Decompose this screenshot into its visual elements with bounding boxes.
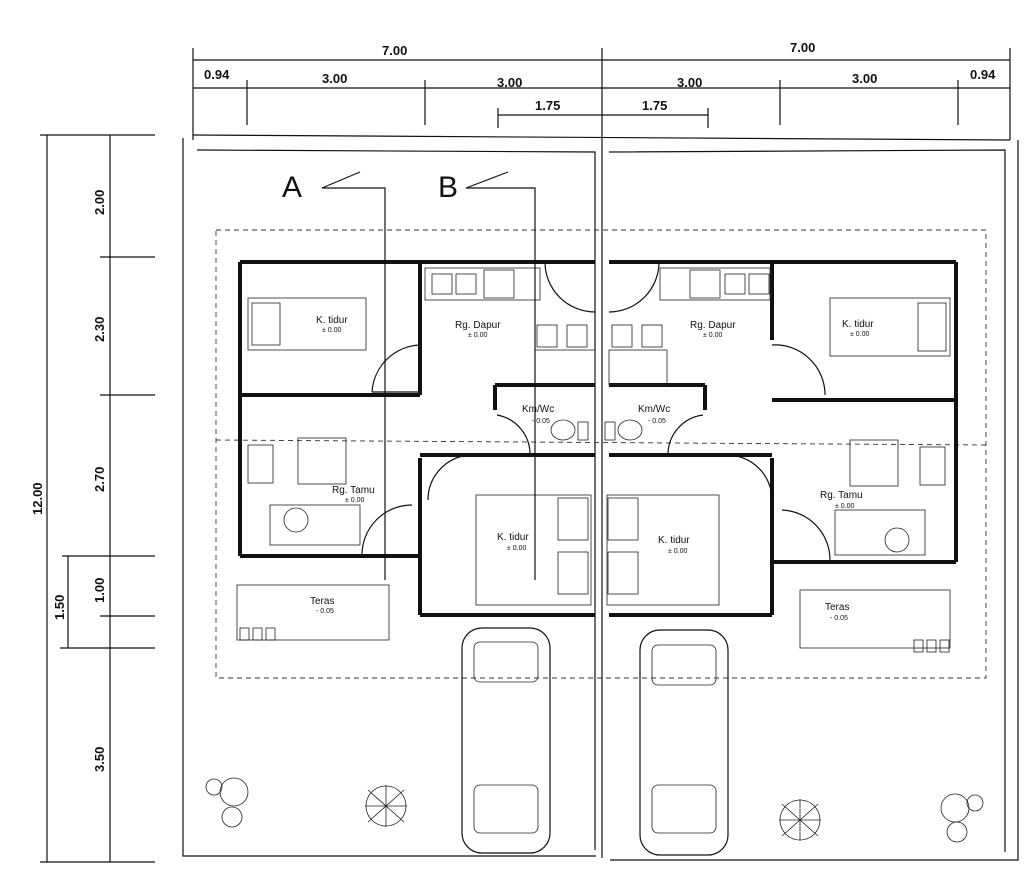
room-name: Rg. Dapur — [690, 320, 736, 331]
dim-top-seg-left-2: 3.00 — [322, 71, 347, 86]
room-name: Km/Wc — [638, 404, 670, 415]
room-name: K. tidur — [842, 319, 874, 330]
room-level: ± 0.00 — [668, 548, 688, 555]
dim-top-seg-left-1: 0.94 — [204, 67, 230, 82]
room-name: Rg. Tamu — [820, 490, 863, 501]
room-name: Rg. Dapur — [455, 320, 501, 331]
top-dimensions: 7.00 7.00 0.94 3.00 3.00 3.00 3.00 0.94 … — [192, 40, 1011, 141]
room-name: Rg. Tamu — [332, 485, 375, 496]
room-level: - 0.05 — [316, 608, 334, 615]
room-name: K. tidur — [497, 532, 529, 543]
dim-side-seg-4: 1.00 — [92, 578, 107, 603]
dim-top-seg-left-3: 3.00 — [497, 75, 522, 90]
room-name: K. tidur — [658, 535, 690, 546]
room-level: ± 0.00 — [507, 545, 527, 552]
dim-side-extra: 1.50 — [52, 595, 67, 620]
room-level: ± 0.00 — [468, 332, 488, 339]
room-level: ± 0.00 — [835, 503, 855, 510]
side-dimensions: 12.00 2.00 2.30 2.70 1.00 1.50 3.50 — [30, 134, 155, 863]
left-unit — [205, 260, 596, 854]
room-level: - 0.05 — [830, 615, 848, 622]
room-level: ± 0.00 — [703, 332, 723, 339]
room-labels-left: K. tidur ± 0.00 Rg. Dapur ± 0.00 Km/Wc -… — [310, 315, 554, 615]
dim-side-seg-3: 2.70 — [92, 467, 107, 492]
section-markers: A B — [282, 171, 536, 580]
room-level: ± 0.00 — [850, 331, 870, 338]
dim-top-seg-right-3: 0.94 — [970, 67, 996, 82]
dim-side-seg-2: 2.30 — [92, 317, 107, 342]
room-level: - 0.05 — [648, 418, 666, 425]
dim-inner-left: 1.75 — [535, 98, 560, 113]
room-name: Teras — [310, 596, 334, 607]
room-name: K. tidur — [316, 315, 348, 326]
room-labels-right: Rg. Dapur ± 0.00 K. tidur ± 0.00 Km/Wc -… — [638, 319, 874, 622]
room-name: Teras — [825, 602, 849, 613]
dim-inner-right: 1.75 — [642, 98, 667, 113]
room-level: ± 0.00 — [345, 497, 365, 504]
dim-top-total-right: 7.00 — [790, 40, 815, 55]
dim-top-seg-right-1: 3.00 — [677, 75, 702, 90]
section-marker-a: A — [282, 171, 302, 204]
dim-side-seg-5: 3.50 — [92, 747, 107, 772]
room-level: ± 0.00 — [322, 327, 342, 334]
dim-top-seg-right-2: 3.00 — [852, 71, 877, 86]
right-unit — [604, 260, 984, 856]
section-marker-b: B — [438, 171, 458, 204]
dim-side-seg-1: 2.00 — [92, 190, 107, 215]
room-name: Km/Wc — [522, 404, 554, 415]
room-level: - 0.05 — [532, 418, 550, 425]
dim-top-total-left: 7.00 — [382, 43, 407, 58]
dim-side-total: 12.00 — [30, 482, 45, 515]
lot-boundaries — [182, 138, 1019, 861]
